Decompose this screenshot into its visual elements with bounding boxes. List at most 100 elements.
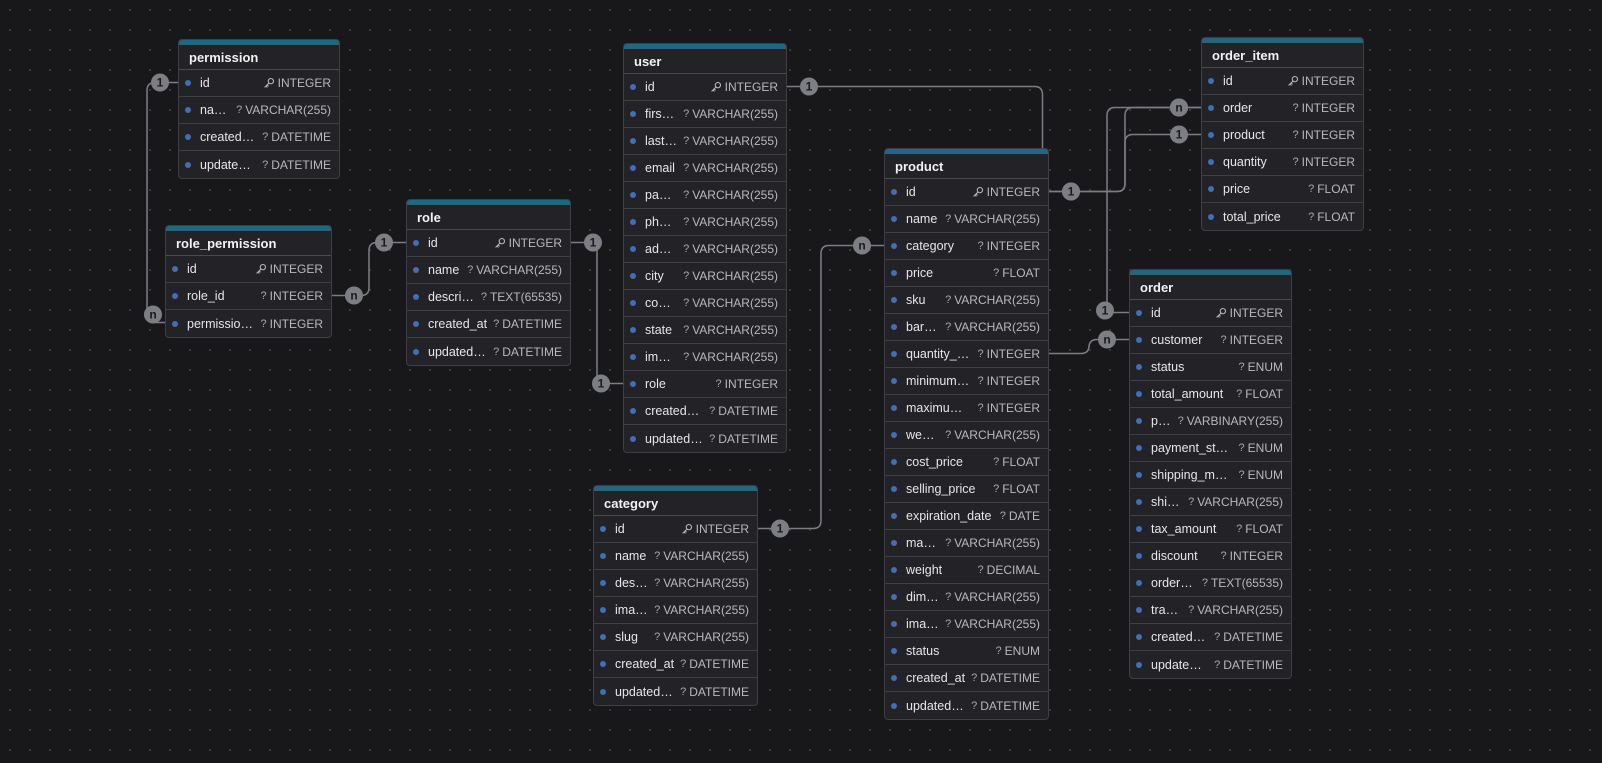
field-row[interactable]: total_price?FLOAT (1202, 203, 1363, 230)
field-row[interactable]: payment_status?ENUM (1130, 435, 1291, 462)
cardinality-one-badge: 1 (584, 233, 602, 252)
field-row[interactable]: selling_price?FLOAT (885, 476, 1048, 503)
field-type-label: DATETIME (718, 431, 778, 446)
field-row[interactable]: tax_amount?FLOAT (1130, 516, 1291, 543)
field-dot-icon (185, 134, 191, 140)
field-row[interactable]: discount?INTEGER (1130, 543, 1291, 570)
field-row[interactable]: updated_at?DATETIME (179, 151, 339, 178)
field-row[interactable]: maximum_s...?INTEGER (885, 395, 1048, 422)
table-header[interactable]: category (594, 486, 757, 516)
table-user[interactable]: useridINTEGERfirst_...?VARCHAR(255)last_… (623, 43, 787, 453)
field-row[interactable]: minimum_s...?INTEGER (885, 368, 1048, 395)
field-row[interactable]: order_...?TEXT(65535) (1130, 570, 1291, 597)
field-row[interactable]: customer?INTEGER (1130, 327, 1291, 354)
field-row[interactable]: product?INTEGER (1202, 122, 1363, 149)
field-row[interactable]: role_id?INTEGER (166, 283, 331, 310)
nullable-icon: ? (260, 317, 267, 330)
nullable-icon: ? (1177, 415, 1184, 427)
field-row[interactable]: updated_at?DATETIME (594, 678, 757, 705)
field-row[interactable]: role?INTEGER (624, 371, 786, 398)
field-row[interactable]: total_amount?FLOAT (1130, 381, 1291, 408)
field-type-label: VARCHAR(255) (692, 107, 778, 121)
table-header[interactable]: permission (179, 40, 339, 70)
field-row[interactable]: order?INTEGER (1202, 95, 1363, 122)
field-row[interactable]: wear...?VARCHAR(255) (885, 422, 1048, 449)
field-row[interactable]: created_at?DATETIME (624, 398, 786, 425)
field-row[interactable]: cost_price?FLOAT (885, 449, 1048, 476)
field-row[interactable]: expiration_date?DATE (885, 503, 1048, 530)
field-row[interactable]: permission...?INTEGER (166, 310, 331, 337)
field-row[interactable]: name?VARCHAR(255) (885, 206, 1048, 233)
field-row[interactable]: updated_at?DATETIME (1130, 651, 1291, 678)
field-row[interactable]: created_at?DATETIME (885, 665, 1048, 692)
field-row[interactable]: slug?VARCHAR(255) (594, 624, 757, 651)
field-row[interactable]: category?INTEGER (885, 233, 1048, 260)
field-row[interactable]: state?VARCHAR(255) (624, 317, 786, 344)
field-row[interactable]: first_...?VARCHAR(255) (624, 101, 786, 128)
field-row[interactable]: updated_at?DATETIME (407, 338, 570, 365)
field-row[interactable]: price?FLOAT (885, 260, 1048, 287)
field-row[interactable]: man...?VARCHAR(255) (885, 530, 1048, 557)
field-row[interactable]: addr...?VARCHAR(255) (624, 236, 786, 263)
field-row[interactable]: imag...?VARCHAR(255) (885, 611, 1048, 638)
field-row[interactable]: pa...?VARBINARY(255) (1130, 408, 1291, 435)
field-row[interactable]: created_at?DATETIME (594, 651, 757, 678)
field-row[interactable]: price?FLOAT (1202, 176, 1363, 203)
table-header[interactable]: order (1130, 270, 1291, 300)
field-row[interactable]: dime...?VARCHAR(255) (885, 584, 1048, 611)
field-row[interactable]: descrip...?TEXT(65535) (407, 284, 570, 311)
field-name: created_at (615, 657, 675, 671)
field-row[interactable]: email?VARCHAR(255) (624, 155, 786, 182)
field-dot-icon (891, 675, 897, 681)
field-row[interactable]: pass...?VARCHAR(255) (624, 182, 786, 209)
field-row[interactable]: image?VARCHAR(255) (624, 344, 786, 371)
field-row[interactable]: image?VARCHAR(255) (594, 597, 757, 624)
field-row[interactable]: ship...?VARCHAR(255) (1130, 489, 1291, 516)
table-header[interactable]: role_permission (166, 226, 331, 256)
field-row[interactable]: created_at?DATETIME (179, 124, 339, 151)
field-row[interactable]: barc...?VARCHAR(255) (885, 314, 1048, 341)
field-row[interactable]: sku?VARCHAR(255) (885, 287, 1048, 314)
field-row[interactable]: created_at?DATETIME (1130, 624, 1291, 651)
field-row[interactable]: shipping_met...?ENUM (1130, 462, 1291, 489)
field-row[interactable]: quantity?INTEGER (1202, 149, 1363, 176)
field-type: INTEGER (1215, 306, 1283, 320)
field-row[interactable]: name?VARCHAR(255) (594, 543, 757, 570)
field-row[interactable]: city?VARCHAR(255) (624, 263, 786, 290)
field-row[interactable]: track...?VARCHAR(255) (1130, 597, 1291, 624)
field-row[interactable]: updated_at?DATETIME (885, 692, 1048, 719)
field-row[interactable]: quantity_in...?INTEGER (885, 341, 1048, 368)
nullable-icon: ? (993, 267, 1000, 279)
field-row[interactable]: status?ENUM (885, 638, 1048, 665)
table-header[interactable]: product (885, 149, 1048, 179)
field-row[interactable]: status?ENUM (1130, 354, 1291, 381)
field-row[interactable]: updated_at?DATETIME (624, 425, 786, 452)
table-header[interactable]: order_item (1202, 38, 1363, 68)
field-row[interactable]: weight?DECIMAL (885, 557, 1048, 584)
field-row[interactable]: desc...?VARCHAR(255) (594, 570, 757, 597)
table-header[interactable]: user (624, 44, 786, 74)
field-row[interactable]: coun...?VARCHAR(255) (624, 290, 786, 317)
table-header[interactable]: role (407, 200, 570, 230)
field-row[interactable]: phon...?VARCHAR(255) (624, 209, 786, 236)
field-row[interactable]: name?VARCHAR(255) (179, 97, 339, 124)
field-row[interactable]: last_...?VARCHAR(255) (624, 128, 786, 155)
field-row[interactable]: name?VARCHAR(255) (407, 257, 570, 284)
field-row[interactable]: created_at?DATETIME (407, 311, 570, 338)
